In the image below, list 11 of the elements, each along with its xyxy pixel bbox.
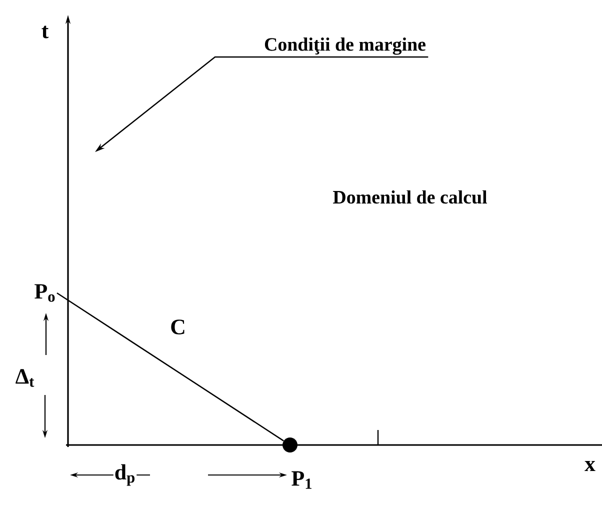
point-label: P$_{o}$ — [34, 284, 55, 302]
axis-label: x — [584, 460, 596, 472]
annotation-text: Condiţii de margine — [264, 38, 426, 55]
edge-label: C — [171, 320, 184, 334]
dimension-label: d$_{p}$ — [113, 463, 137, 487]
axis-label: t — [42, 26, 49, 38]
dimension-label: Δ$_{t}$ — [16, 369, 34, 387]
point-label: P$_{1}$ — [292, 471, 312, 489]
point-marker — [282, 438, 298, 452]
line — [56, 292, 284, 442]
region-label: Domeniul de calcul — [333, 190, 487, 204]
